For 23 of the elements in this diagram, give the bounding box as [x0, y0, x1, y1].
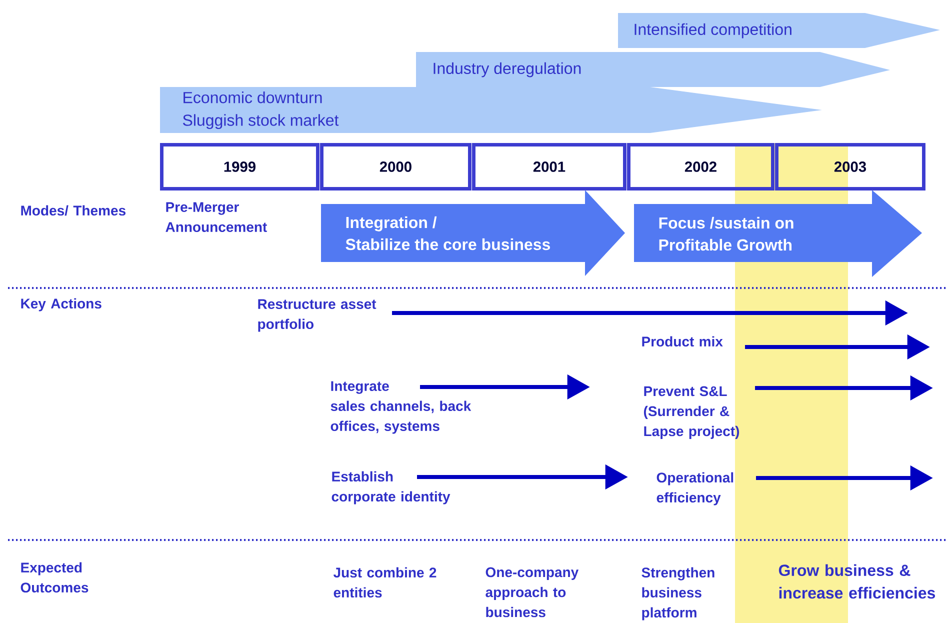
year-cell: 2000	[320, 143, 472, 190]
year-cell: 2003	[775, 143, 926, 190]
outcome-text: Strengthen business platform	[642, 567, 714, 620]
trend-banner: Industry deregulation	[416, 52, 890, 87]
action-text: Product mix	[642, 336, 723, 347]
action-text: Restructure asset portfolio	[258, 299, 376, 332]
year-cell: 2001	[472, 143, 626, 190]
row-heading: Expected Outcomes	[20, 562, 88, 593]
outcome-text: Grow business & increase efficiencies	[778, 564, 936, 599]
trend-banner: Economic downturn Sluggish stock market	[160, 87, 822, 133]
node-label: Industry deregulation	[434, 62, 581, 78]
action-text: Operational efficiency	[656, 472, 734, 506]
trend-banner: Intensified competition	[618, 13, 940, 48]
row-heading: Key Actions	[21, 298, 102, 312]
action-text: Prevent S&L (Surrender & Lapse project)	[644, 386, 740, 439]
row-heading: Modes/ Themes	[21, 205, 126, 216]
action-text: Establish corporate identity	[332, 471, 450, 504]
outcome-text: Just combine 2 entities	[333, 567, 436, 598]
outcome-text: One-company approach to business	[486, 567, 579, 618]
year-cell: 2002	[627, 143, 774, 190]
theme-text: Pre-Merger Announcement	[166, 202, 267, 232]
action-text: Integrate sales channels, back offices, systems	[330, 381, 472, 434]
year-cell: 1999	[160, 143, 320, 190]
